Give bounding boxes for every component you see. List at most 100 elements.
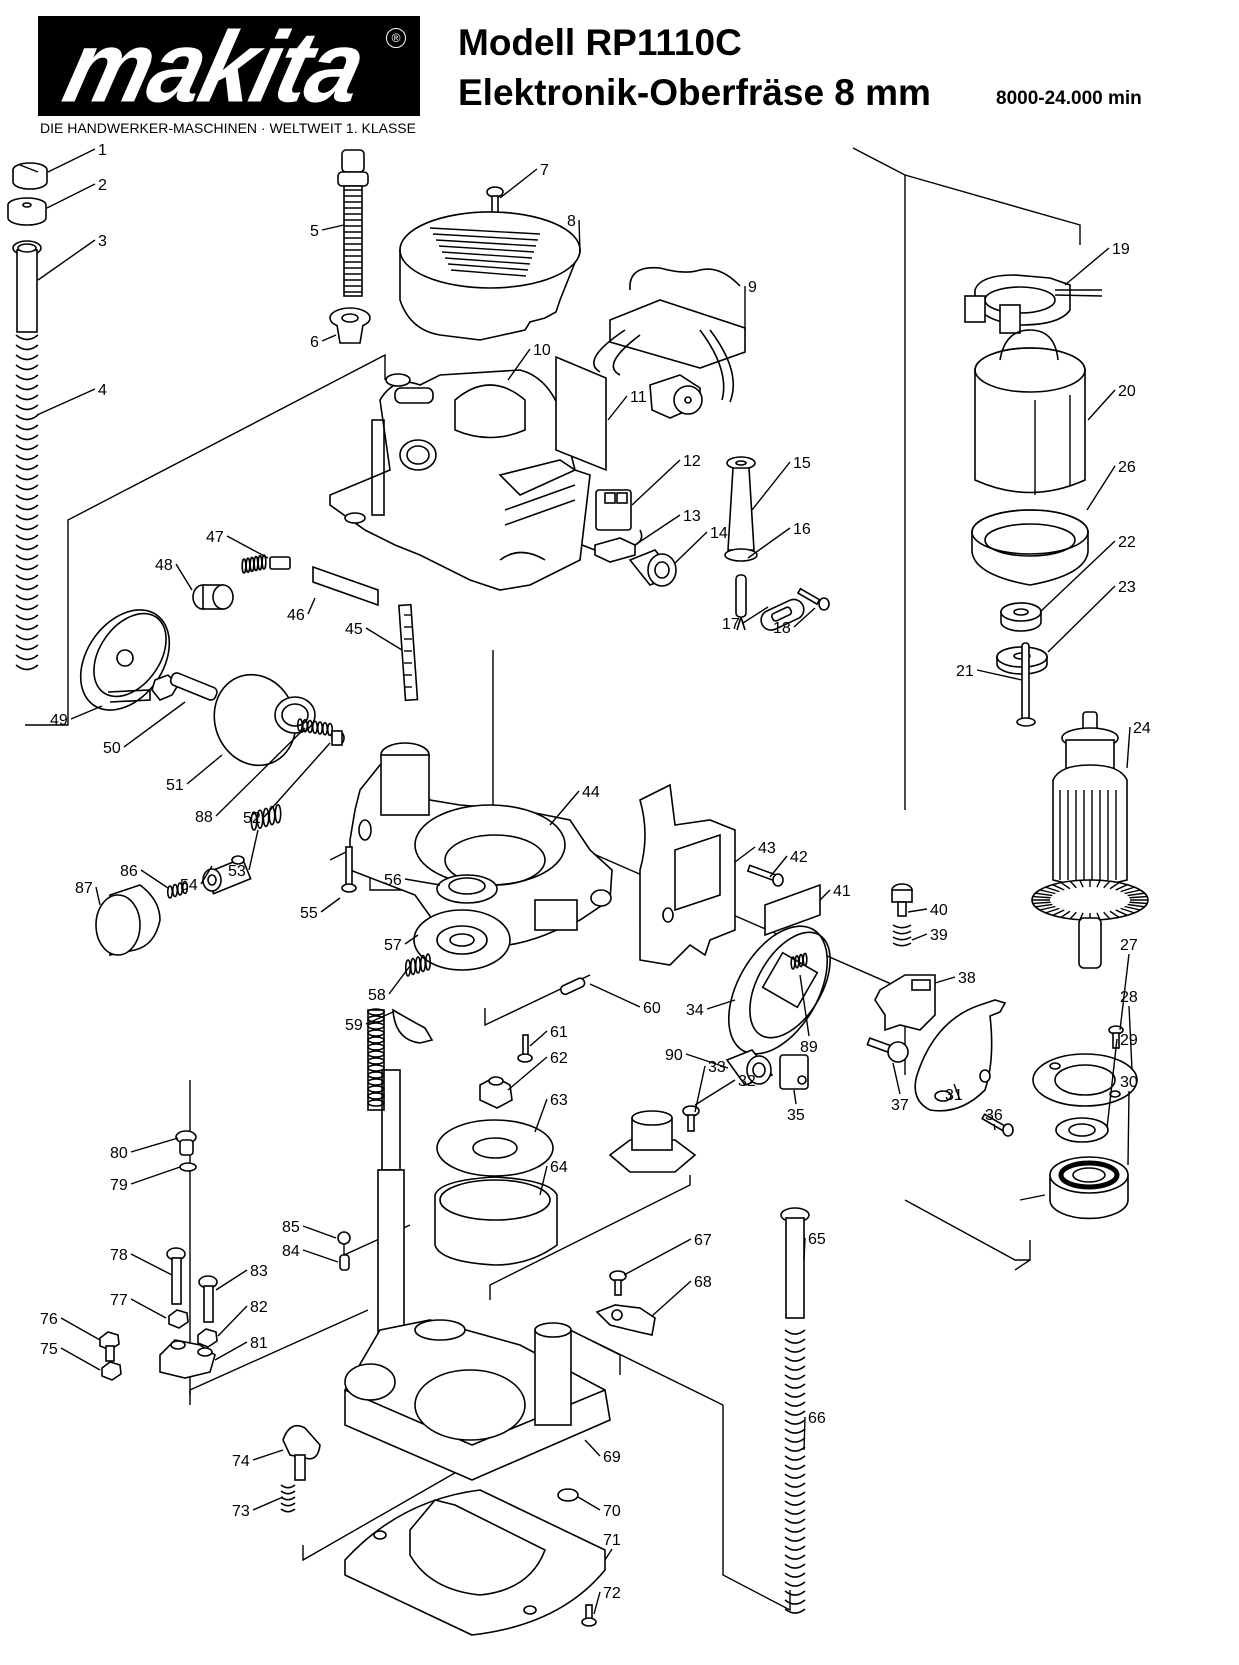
part-label-81: 81 [250,1335,268,1352]
part-65-pole [780,1207,810,1319]
part-label-6: 6 [310,334,319,351]
part-81-stopper-block [159,1339,216,1379]
part-58-spring [404,953,432,977]
part-label-15: 15 [793,455,811,472]
part-63-chip-deflector [436,1119,554,1177]
part-label-12: 12 [683,453,701,470]
speed-range: 8000-24.000 min [996,88,1142,109]
part-label-90: 90 [665,1047,683,1064]
leader-line-14 [674,531,708,564]
leader-line-74 [252,1449,284,1461]
part-51-grip-knob [213,673,316,767]
part-57-bearing-box [413,909,511,971]
leader-line-24 [1126,726,1131,769]
part-52-pin [331,730,345,746]
part-46-label [312,565,379,607]
part-89-spring [790,952,808,970]
part-43-handle [639,783,736,966]
leader-line-51 [186,754,223,785]
part-label-10: 10 [533,342,551,359]
leader-line-58 [388,965,411,995]
leader-line-68 [651,1280,692,1317]
leader-line-61 [529,1030,548,1047]
part-59-shaft-lock-lever [392,1008,434,1044]
part-label-49: 49 [50,712,68,729]
part-3-sleeve-tube [12,240,42,333]
part-14-ferrite-core [628,549,677,587]
part-label-50: 50 [103,740,121,757]
leader-line-8 [578,219,581,254]
leader-line-11 [607,395,628,421]
part-label-39: 39 [930,927,948,944]
part-label-56: 56 [384,872,402,889]
part-label-55: 55 [300,905,318,922]
part-77-hex-nut [168,1309,189,1329]
part-75-hex-nut [101,1361,122,1381]
leader-line-29 [1106,1038,1118,1129]
part-label-27: 27 [1120,937,1138,954]
part-41-name-plate [764,883,821,937]
part-label-62: 62 [550,1050,568,1067]
part-73-spring [280,1484,296,1513]
leader-line-81 [214,1341,248,1361]
part-42-tapping-screw [746,864,784,887]
part-label-7: 7 [540,162,549,179]
part-88-spring [296,718,334,737]
part-69-base [344,1319,611,1481]
part-68-lever [595,1304,656,1336]
leader-line-83 [215,1269,248,1291]
part-label-80: 80 [110,1145,128,1162]
part-label-42: 42 [790,849,808,866]
part-label-87: 87 [75,880,93,897]
leader-line-39 [911,933,928,941]
part-label-43: 43 [758,840,776,857]
part-label-5: 5 [310,223,319,240]
leader-line-77 [130,1298,167,1319]
part-label-79: 79 [110,1177,128,1194]
leader-line-10 [507,348,531,381]
leader-line-12 [631,459,681,506]
part-label-86: 86 [120,863,138,880]
part-label-32: 32 [738,1073,756,1090]
part-47-carbon-brush [241,554,291,574]
part-label-9: 9 [748,279,757,296]
part-44-housing-base [349,742,613,948]
part-label-24: 24 [1133,720,1151,737]
part-79-o-ring [179,1162,197,1172]
part-86-spring [166,880,189,899]
part-29-flat-washer [1055,1117,1109,1143]
part-54-lock-shaft [202,855,252,895]
leader-line-82 [217,1305,248,1337]
leader-line-89 [799,974,810,1037]
part-36-tapping-screw [981,1113,1014,1137]
leader-line-44 [549,790,580,826]
part-label-70: 70 [603,1503,621,1520]
part-53-spring [250,803,282,831]
part-label-17: 17 [722,616,740,633]
part-label-48: 48 [155,557,173,574]
leader-line-35 [793,1089,797,1105]
part-26-baffle-plate [971,509,1089,586]
part-48-brush-holder-cap [192,584,234,610]
part-83-pan-head-screw [198,1275,218,1323]
leader-line-23 [1047,585,1116,653]
part-50-hex-bolt [151,672,218,701]
part-label-37: 37 [891,1097,909,1114]
leader-line-79 [130,1166,181,1185]
part-85-steel-ball [337,1231,351,1245]
part-2-knurled-nut [7,197,47,226]
part-label-45: 45 [345,621,363,638]
leader-lines [36,148,1133,1615]
leader-line-22 [1039,540,1116,613]
leader-line-78 [130,1253,173,1276]
part-label-44: 44 [582,784,600,801]
part-45-scale [398,603,419,702]
leader-line-69 [584,1439,601,1457]
leader-line-1 [47,148,96,173]
part-label-46: 46 [287,607,305,624]
part-label-4: 4 [98,382,107,399]
part-label-19: 19 [1112,241,1130,258]
leader-line-49 [70,705,103,720]
part-19-brush-holder [964,274,1103,334]
